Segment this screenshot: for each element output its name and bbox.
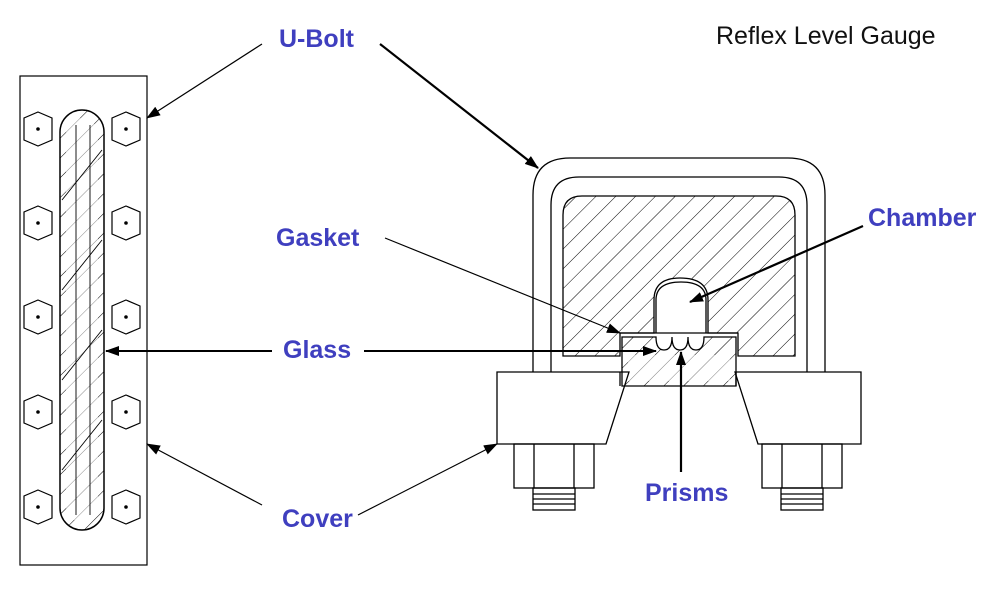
leader-lines xyxy=(105,43,864,516)
label-prisms: Prisms xyxy=(645,479,729,507)
cover-leader-section xyxy=(357,443,498,516)
front-view xyxy=(19,75,148,566)
hex-bolt-icon xyxy=(23,394,53,430)
hex-bolt-icon xyxy=(111,394,141,430)
cover-leader-front xyxy=(146,443,263,506)
hex-bolt-icon xyxy=(111,111,141,147)
hex-bolt-icon xyxy=(23,111,53,147)
hex-bolt-icon xyxy=(23,299,53,335)
label-chamber: Chamber xyxy=(868,204,977,232)
cover-section xyxy=(496,371,630,445)
thread-left xyxy=(532,487,576,511)
diagram-title: Reflex Level Gauge xyxy=(716,22,936,50)
u-bolt xyxy=(532,157,826,372)
glass-hatch xyxy=(61,125,103,515)
ubolt-leader-front xyxy=(146,43,263,119)
label-ubolt: U-Bolt xyxy=(279,25,354,53)
label-cover: Cover xyxy=(282,505,353,533)
hex-bolt-icon xyxy=(111,299,141,335)
thread-right xyxy=(780,487,824,511)
hex-bolt-icon xyxy=(111,205,141,241)
ubolt-leader-section xyxy=(379,43,539,169)
gasket-leader xyxy=(384,237,621,334)
nut-left xyxy=(513,443,595,489)
section-view xyxy=(496,157,862,511)
bolt-column-left xyxy=(23,111,53,525)
nut-right xyxy=(761,443,843,489)
hex-bolt-icon xyxy=(23,205,53,241)
bolt-column-right xyxy=(111,111,141,525)
label-gasket: Gasket xyxy=(276,224,360,252)
chamber-leader xyxy=(689,224,864,304)
hex-bolt-icon xyxy=(23,489,53,525)
label-glass: Glass xyxy=(283,336,352,364)
cover-plate xyxy=(19,75,148,566)
hex-bolt-icon xyxy=(111,489,141,525)
